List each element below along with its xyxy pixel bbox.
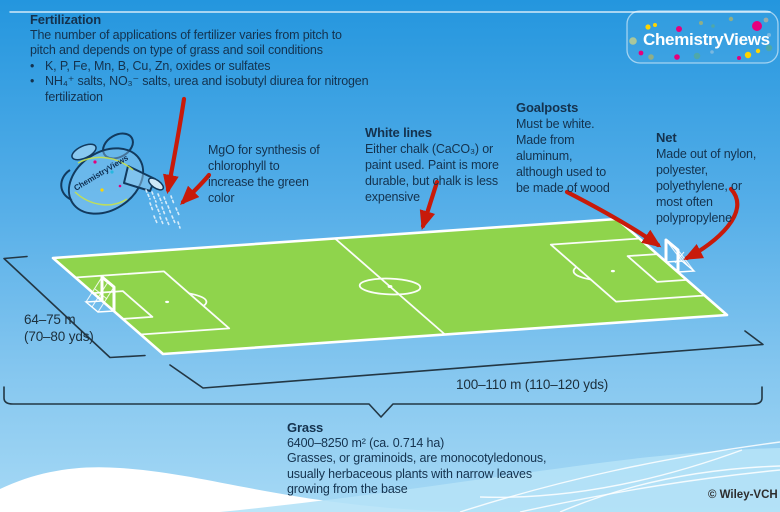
can-opening [71, 143, 97, 161]
fertilization-title: Fertilization [30, 12, 101, 27]
width-dimension-line [3, 255, 146, 359]
goalposts-title: Goalposts [516, 100, 579, 115]
copyright-label: © Wiley-VCH [708, 489, 778, 501]
bottom-waves [0, 441, 780, 512]
watering-can-illustration: ChemistryViews [60, 132, 181, 229]
can-top-handle [102, 132, 134, 160]
fertilization-bullet: • NH₄⁺ salts, NO₃⁻ salts, urea and isobu… [30, 74, 369, 88]
annotation-mgo: MgO for synthesis of chlorophyll to incr… [208, 143, 320, 205]
soccer-field [51, 217, 729, 356]
fertilization-bullet: • K, P, Fe, Mn, B, Cu, Zn, oxides or sul… [30, 58, 271, 73]
goal-right [664, 238, 696, 273]
center-spot [387, 285, 393, 288]
bullet-icon: • [30, 58, 35, 73]
center-circle [358, 277, 422, 296]
annotation-goalposts: Goalposts Must be white. Made from alumi… [516, 100, 610, 195]
penalty-spot-left [165, 300, 170, 304]
can-side-handle [60, 169, 73, 201]
penalty-spot-right [610, 269, 615, 273]
wave-lines [459, 441, 780, 512]
penalty-area-left [75, 270, 231, 336]
can-accents [74, 156, 134, 206]
logo-box [626, 10, 779, 64]
annotation-white-lines: White lines Either chalk (CaCO₃) or pain… [365, 125, 499, 204]
fertilizer-arrow [163, 96, 187, 195]
logo-text: ChemistryViews [643, 30, 770, 49]
goal-left [84, 275, 116, 313]
can-spout-rose [147, 177, 165, 191]
net-title: Net [656, 130, 677, 145]
penalty-area-right [549, 237, 705, 303]
fertilization-bullet-wrap: fertilization [45, 89, 103, 104]
white-lines-title: White lines [365, 125, 432, 140]
logo-dots [629, 16, 773, 60]
water-spray [145, 189, 181, 229]
length-dimension-line [169, 330, 764, 389]
lightblue-wave [220, 448, 780, 512]
goalposts-arrow [564, 189, 662, 248]
goal-right-frame [664, 238, 680, 272]
net-arrow [683, 186, 740, 261]
annotation-net: Net Made out of nylon, polyester, polyet… [656, 130, 757, 225]
goal-area-left [93, 290, 154, 320]
grass-brace [3, 386, 763, 418]
grass-title: Grass [287, 420, 324, 435]
annotation-grass: Grass 6400–8250 m² (ca. 0.714 ha) Grasse… [287, 420, 547, 496]
bullet-icon: • [30, 74, 35, 88]
goal-area-right [626, 253, 687, 283]
fertilization-body-line: The number of applications of fertilizer… [30, 27, 342, 42]
white-lines-arrow [419, 179, 440, 231]
mgo-arrow [180, 172, 212, 205]
can-spout [123, 165, 156, 192]
annotation-arrows [163, 96, 740, 261]
goal-left-frame [100, 275, 116, 311]
chemistryviews-logo [626, 10, 779, 64]
annotation-fertilization: Fertilization The number of applications… [30, 12, 369, 105]
width-dimension-label: 64–75 m (70–80 yds) [24, 312, 94, 344]
white-wave [0, 467, 460, 512]
can-dots [93, 160, 122, 192]
fertilization-body-line: pitch and depends on type of grass and s… [30, 43, 323, 57]
length-dimension-label: 100–110 m (110–120 yds) [456, 377, 609, 392]
